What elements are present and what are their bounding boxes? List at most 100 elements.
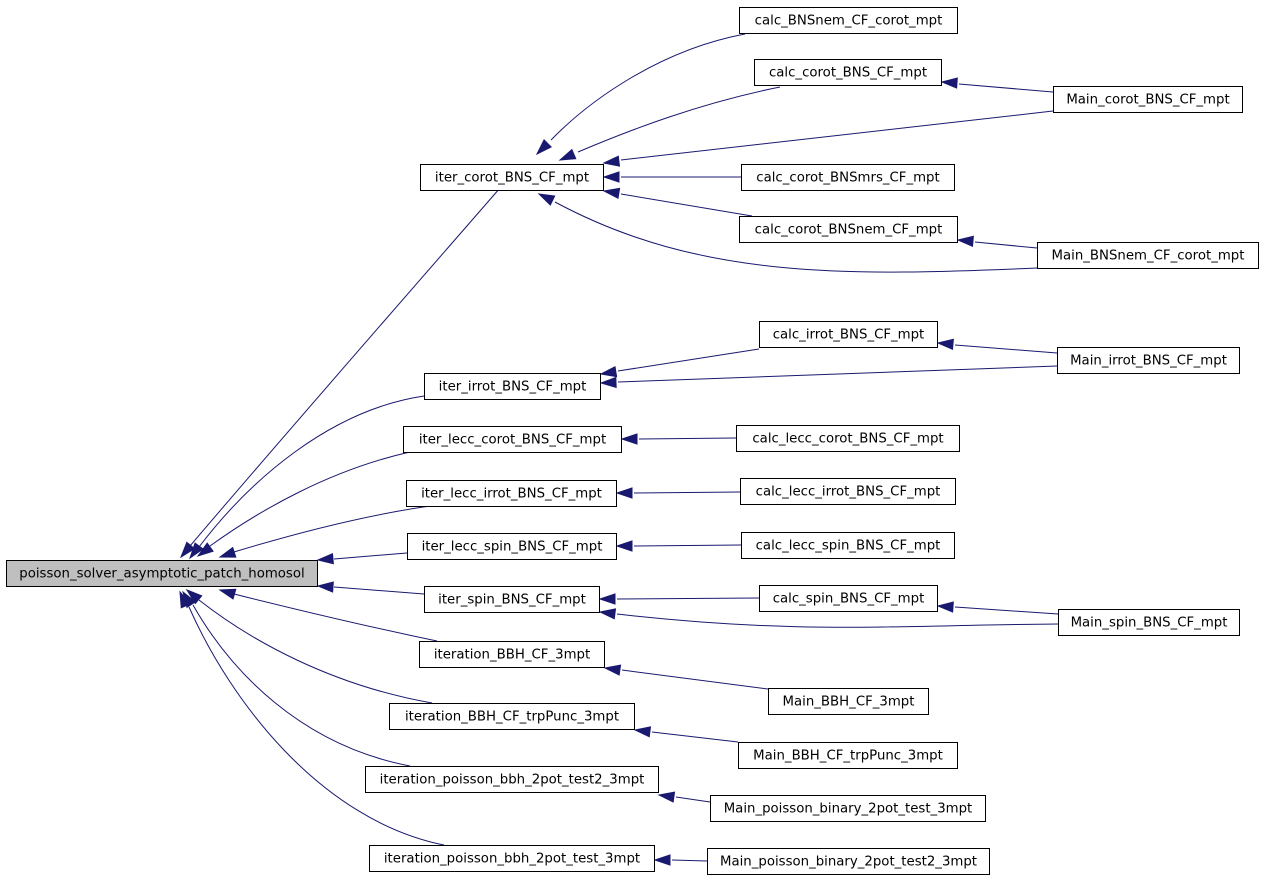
edge-line bbox=[198, 395, 425, 548]
node-layer: poisson_solver_asymptotic_patch_homosoli… bbox=[6, 7, 1259, 875]
node-main-bbh-cf-trppunc-3mpt[interactable]: Main_BBH_CF_trpPunc_3mpt bbox=[738, 742, 958, 769]
arrowhead-icon bbox=[558, 148, 577, 161]
edge-main-poisson-binary-2pot-test2-3mpt-to-iteration-poisson-bbh-2pot-test-3mpt bbox=[653, 854, 708, 866]
node-box[interactable] bbox=[369, 845, 655, 872]
arrowhead-icon bbox=[196, 542, 214, 557]
node-label: iteration_BBH_CF_trpPunc_3mpt bbox=[405, 710, 619, 725]
node-iter-lecc-corot-bns-cf-mpt[interactable]: iter_lecc_corot_BNS_CF_mpt bbox=[403, 426, 622, 453]
node-box[interactable] bbox=[406, 480, 617, 507]
node-label: iter_corot_BNS_CF_mpt bbox=[435, 171, 589, 186]
node-iteration-bbh-cf-trppunc-3mpt[interactable]: iteration_BBH_CF_trpPunc_3mpt bbox=[389, 703, 635, 730]
node-box[interactable] bbox=[1057, 347, 1240, 374]
node-box[interactable] bbox=[6, 560, 318, 587]
node-main-spin-bns-cf-mpt[interactable]: Main_spin_BNS_CF_mpt bbox=[1058, 609, 1240, 636]
node-label: iter_lecc_spin_BNS_CF_mpt bbox=[422, 540, 603, 555]
edge-line bbox=[333, 552, 408, 560]
edge-calc-corot-bns-cf-mpt-to-iter-corot-bns-cf-mpt bbox=[558, 86, 781, 161]
edge-calc-lecc-spin-bns-cf-mpt-to-iter-lecc-spin-bns-cf-mpt bbox=[615, 540, 742, 552]
node-poisson-solver-asymptotic-patch-homosol[interactable]: poisson_solver_asymptotic_patch_homosol bbox=[6, 560, 318, 587]
node-box[interactable] bbox=[1053, 86, 1243, 113]
node-main-irrot-bns-cf-mpt[interactable]: Main_irrot_BNS_CF_mpt bbox=[1057, 347, 1240, 374]
node-calc-corot-bns-cf-mpt[interactable]: calc_corot_BNS_CF_mpt bbox=[754, 59, 942, 86]
node-box[interactable] bbox=[1037, 242, 1259, 269]
node-label: iter_spin_BNS_CF_mpt bbox=[438, 593, 586, 608]
edge-line bbox=[233, 505, 431, 553]
edge-iter-spin-bns-cf-mpt-to-poisson-solver-asymptotic-patch-homosol bbox=[316, 581, 425, 595]
node-iteration-poisson-bbh-2pot-test2-3mpt[interactable]: iteration_poisson_bbh_2pot_test2_3mpt bbox=[365, 766, 659, 793]
node-box[interactable] bbox=[389, 703, 635, 730]
node-calc-lecc-corot-bns-cf-mpt[interactable]: calc_lecc_corot_BNS_CF_mpt bbox=[736, 425, 960, 452]
node-box[interactable] bbox=[1058, 609, 1240, 636]
node-box[interactable] bbox=[740, 478, 956, 505]
node-label: Main_BBH_CF_3mpt bbox=[783, 695, 915, 710]
arrowhead-icon bbox=[620, 433, 638, 445]
edge-line bbox=[675, 796, 711, 803]
node-main-bbh-cf-3mpt[interactable]: Main_BBH_CF_3mpt bbox=[768, 688, 929, 715]
arrowhead-icon bbox=[602, 155, 621, 167]
node-iteration-poisson-bbh-2pot-test-3mpt[interactable]: iteration_poisson_bbh_2pot_test_3mpt bbox=[369, 845, 655, 872]
node-label: calc_lecc_spin_BNS_CF_mpt bbox=[756, 539, 941, 554]
edge-line bbox=[198, 599, 433, 704]
node-box[interactable] bbox=[403, 426, 622, 453]
node-box[interactable] bbox=[754, 59, 942, 86]
arrowhead-icon bbox=[599, 376, 617, 389]
node-box[interactable] bbox=[736, 425, 960, 452]
node-box[interactable] bbox=[759, 585, 938, 612]
node-box[interactable] bbox=[759, 321, 938, 348]
node-label: calc_corot_BNSnem_CF_mpt bbox=[755, 223, 943, 238]
arrowhead-icon bbox=[598, 593, 616, 605]
node-calc-spin-bns-cf-mpt[interactable]: calc_spin_BNS_CF_mpt bbox=[759, 585, 938, 612]
node-label: Main_poisson_binary_2pot_test2_3mpt bbox=[720, 855, 977, 870]
edge-line bbox=[633, 491, 741, 494]
arrowhead-icon bbox=[185, 588, 203, 605]
arrowhead-icon bbox=[535, 139, 552, 156]
node-box[interactable] bbox=[424, 373, 601, 400]
edge-line bbox=[209, 451, 411, 547]
node-main-poisson-binary-2pot-test2-3mpt[interactable]: Main_poisson_binary_2pot_test2_3mpt bbox=[707, 848, 990, 875]
node-calc-corot-bnsnem-cf-mpt[interactable]: calc_corot_BNSnem_CF_mpt bbox=[739, 216, 958, 243]
edge-line bbox=[617, 348, 760, 372]
edge-iter-irrot-bns-cf-mpt-to-poisson-solver-asymptotic-patch-homosol bbox=[189, 395, 425, 560]
arrowhead-icon bbox=[653, 854, 671, 866]
node-iteration-bbh-cf-3mpt[interactable]: iteration_BBH_CF_3mpt bbox=[419, 641, 605, 668]
node-box[interactable] bbox=[365, 766, 659, 793]
node-box[interactable] bbox=[407, 533, 617, 560]
node-main-corot-bns-cf-mpt[interactable]: Main_corot_BNS_CF_mpt bbox=[1053, 86, 1243, 113]
node-calc-corot-bnsmrs-cf-mpt[interactable]: calc_corot_BNSmrs_CF_mpt bbox=[741, 164, 955, 191]
node-box[interactable] bbox=[707, 848, 990, 875]
node-label: calc_corot_BNS_CF_mpt bbox=[769, 66, 927, 81]
node-box[interactable] bbox=[710, 795, 986, 822]
node-calc-lecc-irrot-bns-cf-mpt[interactable]: calc_lecc_irrot_BNS_CF_mpt bbox=[740, 478, 956, 505]
node-box[interactable] bbox=[739, 7, 958, 34]
node-box[interactable] bbox=[741, 532, 955, 559]
node-main-bnsnem-cf-corot-mpt[interactable]: Main_BNSnem_CF_corot_mpt bbox=[1037, 242, 1259, 269]
node-label: calc_BNSnem_CF_corot_mpt bbox=[755, 14, 943, 29]
arrowhead-icon bbox=[179, 541, 196, 559]
node-iter-irrot-bns-cf-mpt[interactable]: iter_irrot_BNS_CF_mpt bbox=[424, 373, 601, 400]
node-box[interactable] bbox=[741, 164, 955, 191]
node-main-poisson-binary-2pot-test-3mpt[interactable]: Main_poisson_binary_2pot_test_3mpt bbox=[710, 795, 986, 822]
node-iter-lecc-irrot-bns-cf-mpt[interactable]: iter_lecc_irrot_BNS_CF_mpt bbox=[406, 480, 617, 507]
edge-calc-irrot-bns-cf-mpt-to-iter-irrot-bns-cf-mpt bbox=[599, 348, 760, 378]
node-box[interactable] bbox=[424, 586, 600, 613]
node-iter-spin-bns-cf-mpt[interactable]: iter_spin_BNS_CF_mpt bbox=[424, 586, 600, 613]
edge-main-spin-bns-cf-mpt-to-calc-spin-bns-cf-mpt bbox=[936, 601, 1059, 615]
node-box[interactable] bbox=[768, 688, 929, 715]
node-calc-irrot-bns-cf-mpt[interactable]: calc_irrot_BNS_CF_mpt bbox=[759, 321, 938, 348]
node-box[interactable] bbox=[738, 742, 958, 769]
arrowhead-icon bbox=[218, 588, 237, 600]
node-label: Main_BNSnem_CF_corot_mpt bbox=[1052, 249, 1245, 264]
edge-line bbox=[188, 606, 445, 846]
node-box[interactable] bbox=[739, 216, 958, 243]
edge-main-corot-bns-cf-mpt-to-iter-corot-bns-cf-mpt bbox=[602, 110, 1054, 167]
node-calc-lecc-spin-bns-cf-mpt[interactable]: calc_lecc_spin_BNS_CF_mpt bbox=[741, 532, 955, 559]
edge-main-bbh-cf-3mpt-to-iteration-bbh-cf-3mpt bbox=[603, 664, 769, 690]
node-label: iter_lecc_corot_BNS_CF_mpt bbox=[419, 433, 606, 448]
node-calc-bnsnem-cf-corot-mpt[interactable]: calc_BNSnem_CF_corot_mpt bbox=[739, 7, 958, 34]
node-box[interactable] bbox=[420, 164, 604, 191]
node-iter-lecc-spin-bns-cf-mpt[interactable]: iter_lecc_spin_BNS_CF_mpt bbox=[407, 533, 617, 560]
node-iter-corot-bns-cf-mpt[interactable]: iter_corot_BNS_CF_mpt bbox=[420, 164, 604, 191]
node-box[interactable] bbox=[419, 641, 605, 668]
edge-iteration-poisson-bbh-2pot-test2-3mpt-to-poisson-solver-asymptotic-patch-homosol bbox=[182, 590, 411, 767]
node-label: Main_BBH_CF_trpPunc_3mpt bbox=[753, 749, 943, 764]
